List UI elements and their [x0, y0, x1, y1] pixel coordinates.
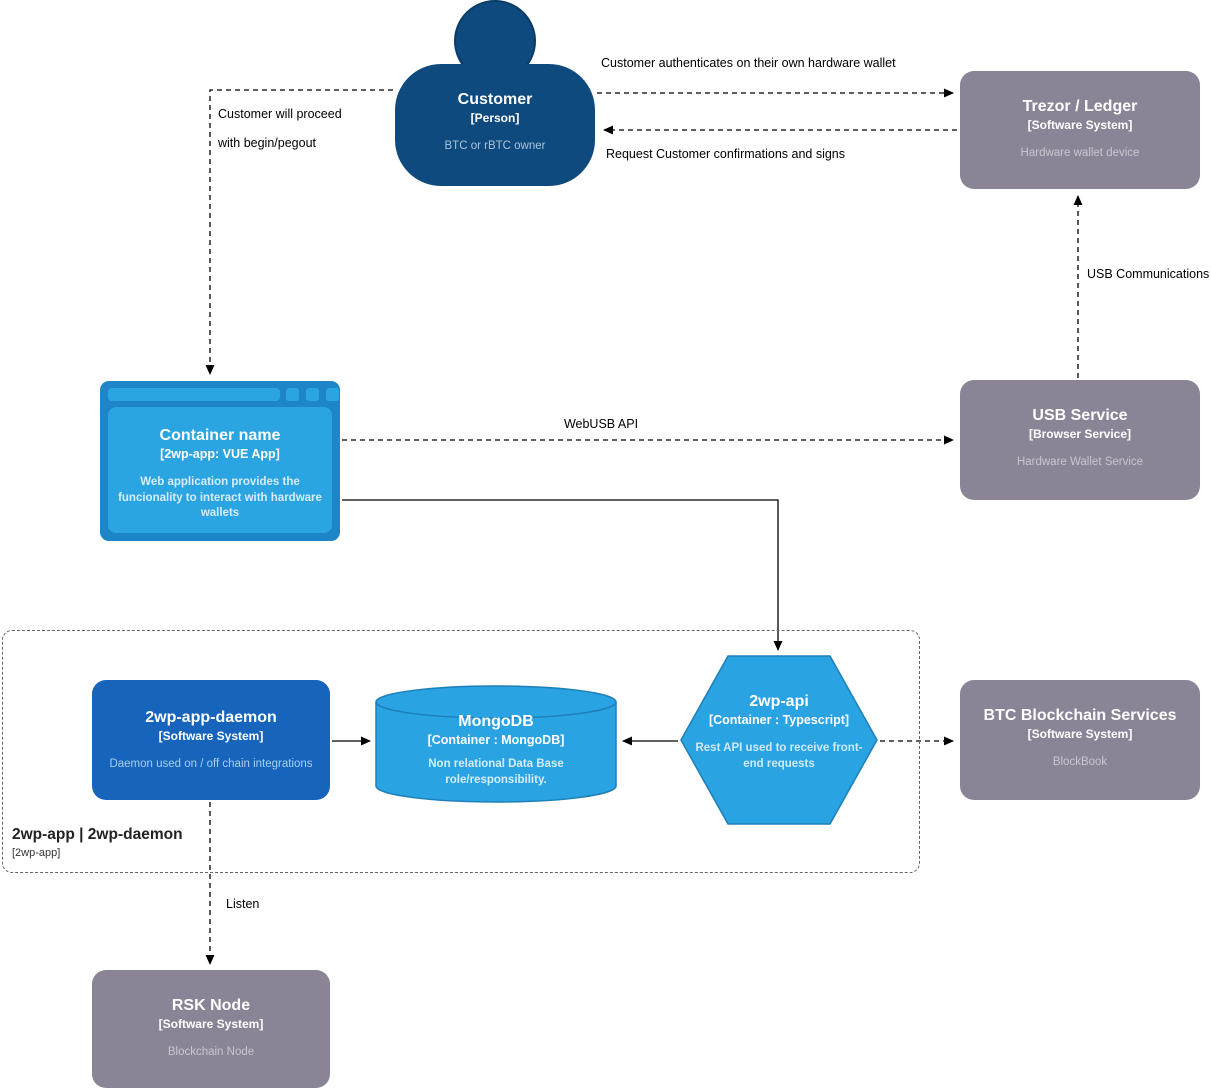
cylinder-shape: [375, 685, 617, 803]
node-btc-blockchain-services: BTC Blockchain Services [Software System…: [960, 680, 1200, 800]
webapp-desc: Web application provides the funcionalit…: [118, 476, 322, 520]
rsk-desc: Blockchain Node: [167, 1046, 255, 1059]
edge-label-usb-comm: USB Communications: [1087, 267, 1210, 281]
mongodb-desc: Non relational Data Base role/responsibi…: [428, 758, 564, 786]
btc-title: BTC Blockchain Services: [983, 707, 1177, 724]
mongodb-subtitle: [Container : MongoDB]: [427, 733, 565, 748]
browser-button-icon: [326, 388, 339, 401]
customer-desc: BTC or rBTC owner: [444, 140, 546, 153]
rsk-title: RSK Node: [171, 997, 251, 1014]
edge-label-proceed-1: Customer will proceed: [218, 107, 342, 121]
node-trezor-ledger: Trezor / Ledger [Software System] Hardwa…: [960, 71, 1200, 189]
boundary-title: 2wp-app | 2wp-daemon: [12, 826, 183, 843]
edge-label-auth: Customer authenticates on their own hard…: [601, 56, 896, 70]
api-subtitle: [Container : Typescript]: [708, 713, 850, 728]
customer-title: Customer: [457, 91, 533, 108]
usb-service-subtitle: [Browser Service]: [1028, 427, 1132, 442]
edge-webapp-to-api: [342, 499, 783, 651]
btc-desc: BlockBook: [1052, 756, 1108, 769]
rsk-subtitle: [Software System]: [158, 1017, 264, 1032]
usb-service-title: USB Service: [1032, 407, 1128, 424]
node-usb-service: USB Service [Browser Service] Hardware W…: [960, 380, 1200, 500]
node-mongodb: MongoDB [Container : MongoDB] Non relati…: [375, 685, 617, 803]
daemon-title: 2wp-app-daemon: [145, 709, 277, 726]
boundary-subtitle: [2wp-app]: [12, 847, 61, 859]
usb-service-desc: Hardware Wallet Service: [1016, 456, 1144, 469]
customer-subtitle: [Person]: [470, 111, 520, 126]
webapp-subtitle: [2wp-app: VUE App]: [160, 447, 280, 462]
trezor-desc: Hardware wallet device: [1020, 147, 1140, 160]
hexagon-shape: [680, 655, 878, 825]
node-rsk-node: RSK Node [Software System] Blockchain No…: [92, 970, 330, 1088]
node-webapp-container: Container name [2wp-app: VUE App] Web ap…: [100, 381, 340, 541]
daemon-desc: Daemon used on / off chain integrations: [109, 758, 313, 771]
browser-button-icon: [286, 388, 299, 401]
edge-customer-proceed-webapp: [205, 89, 393, 375]
edge-label-webusb: WebUSB API: [563, 417, 639, 431]
api-title: 2wp-api: [749, 693, 809, 710]
trezor-title: Trezor / Ledger: [1022, 98, 1138, 115]
edge-label-request: Request Customer confirmations and signs: [606, 147, 846, 161]
browser-address-bar: [108, 388, 280, 401]
daemon-subtitle: [Software System]: [158, 729, 264, 744]
mongodb-title: MongoDB: [458, 713, 534, 730]
api-desc: Rest API used to receive front-end reque…: [695, 742, 863, 770]
edge-label-listen: Listen: [226, 897, 260, 911]
trezor-subtitle: [Software System]: [1027, 118, 1133, 133]
browser-content-panel: Container name [2wp-app: VUE App] Web ap…: [108, 407, 332, 533]
browser-button-icon: [306, 388, 319, 401]
node-customer: Customer [Person] BTC or rBTC owner: [395, 64, 595, 186]
node-2wp-api: 2wp-api [Container : Typescript] Rest AP…: [680, 655, 878, 825]
btc-subtitle: [Software System]: [1027, 727, 1133, 742]
node-2wp-app-daemon: 2wp-app-daemon [Software System] Daemon …: [92, 680, 330, 800]
boundary-label: 2wp-app | 2wp-daemon [2wp-app]: [12, 826, 183, 859]
edge-label-proceed-2: with begin/pegout: [218, 136, 316, 150]
boundary-2wp-app: [2, 630, 920, 873]
webapp-title: Container name: [159, 427, 281, 444]
